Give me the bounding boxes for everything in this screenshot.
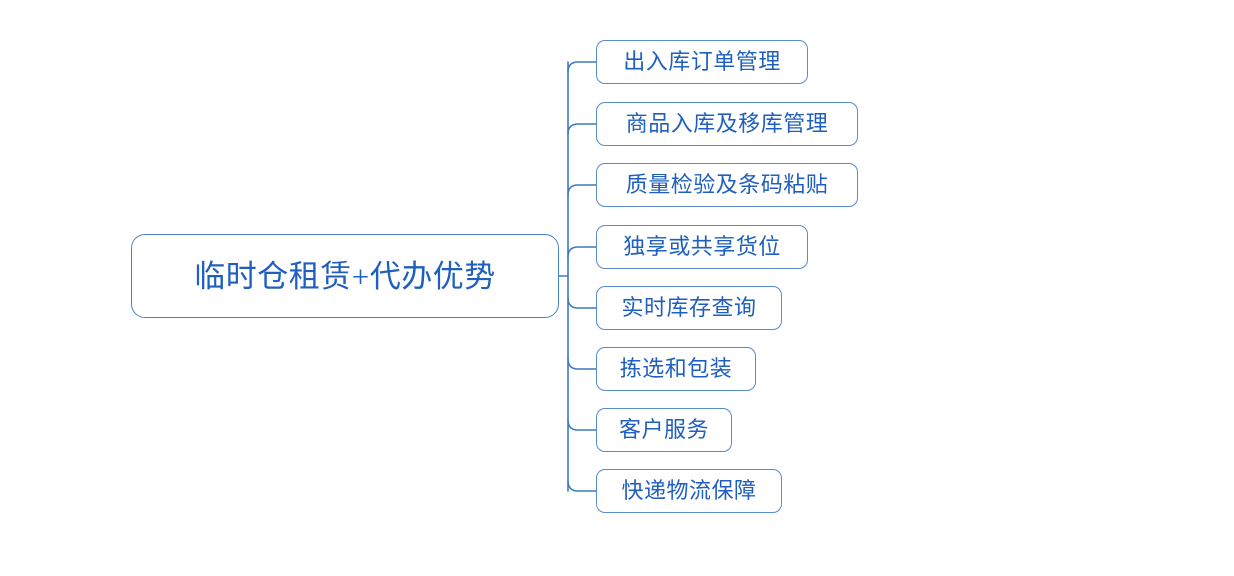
branch-node-label: 快递物流保障: [621, 478, 757, 503]
root-node[interactable]: 临时仓租赁+代办优势: [131, 234, 559, 318]
branch-node-3[interactable]: 质量检验及条码粘贴: [596, 163, 858, 207]
branch-connector-4: [567, 246, 597, 258]
branch-node-1[interactable]: 出入库订单管理: [596, 40, 808, 84]
branch-node-label: 拣选和包装: [619, 356, 733, 381]
branch-node-4[interactable]: 独享或共享货位: [596, 225, 808, 269]
branch-connector-5: [567, 297, 597, 309]
branch-node-5[interactable]: 实时库存查询: [596, 286, 782, 330]
branch-connector-8: [567, 480, 597, 492]
branch-node-2[interactable]: 商品入库及移库管理: [596, 102, 858, 146]
branch-connector-2: [567, 123, 597, 135]
branch-connector-6: [567, 358, 597, 370]
branch-node-label: 质量检验及条码粘贴: [625, 172, 829, 197]
root-node-label: 临时仓租赁+代办优势: [194, 258, 496, 294]
branch-node-label: 独享或共享货位: [623, 234, 781, 259]
branch-connector-7: [567, 419, 597, 431]
branch-connector-1: [567, 61, 597, 73]
branch-node-6[interactable]: 拣选和包装: [596, 347, 756, 391]
branch-node-label: 商品入库及移库管理: [625, 111, 829, 136]
branch-node-7[interactable]: 客户服务: [596, 408, 732, 452]
branch-node-8[interactable]: 快递物流保障: [596, 469, 782, 513]
branch-connector-3: [567, 184, 597, 196]
branch-node-label: 实时库存查询: [621, 295, 757, 320]
branch-node-label: 出入库订单管理: [623, 49, 781, 74]
branch-node-label: 客户服务: [618, 417, 709, 442]
